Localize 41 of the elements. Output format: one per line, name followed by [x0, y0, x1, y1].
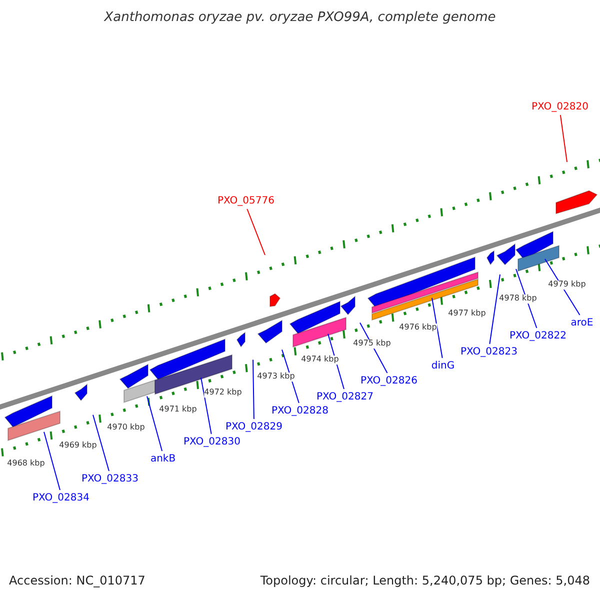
scale-label: 4970 kbp	[107, 424, 145, 432]
scale-label: 4969 kbp	[59, 442, 97, 450]
scale-label: 4973 kbp	[257, 372, 295, 382]
gene-label: PXO_02828	[272, 406, 328, 416]
title: Xanthomonas oryzae pv. oryzae PXO99A, complete genome	[104, 10, 496, 26]
genome-info-text: Topology: circular; Length: 5,240,075 bp; Genes: 5,048	[260, 574, 590, 588]
leader-line	[92, 414, 110, 472]
accession-text: Accession: NC_010717	[9, 574, 146, 588]
gene-label: PXO_02834	[32, 492, 90, 504]
gene-label: PXO_05776	[218, 196, 274, 206]
gene-label: PXO_02826	[360, 376, 418, 386]
gene-label: PXO_02830	[184, 436, 240, 448]
leader-line	[282, 349, 300, 404]
leader-line	[516, 268, 538, 328]
scale-label: 4978 kbp	[499, 294, 537, 304]
scale-label: 4977 kbp	[448, 310, 486, 318]
leader-line	[200, 377, 212, 434]
leader-line	[328, 333, 344, 390]
leader-line	[432, 297, 443, 358]
leader-line	[44, 431, 60, 490]
leader-line	[246, 208, 266, 256]
gene-label: PXO_02827	[316, 392, 374, 402]
gene-label: aroE	[570, 318, 594, 328]
scale-label: 4979 kbp	[548, 280, 586, 290]
scale-label: 4976 kbp	[399, 324, 437, 332]
leader-line	[489, 274, 500, 344]
gene-label: PXO_02833	[82, 474, 138, 484]
leader-line	[252, 359, 254, 420]
scale-label: 4971 kbp	[159, 406, 197, 414]
leader-line	[146, 396, 163, 452]
scale-label: 4968 kbp	[7, 460, 45, 468]
leader-line	[560, 114, 568, 162]
gene-label: PXO_02823	[460, 346, 518, 358]
scale-label: 4974 kbp	[301, 356, 339, 364]
gene-label: ankB	[150, 454, 176, 464]
gene-label: PXO_02829	[226, 422, 282, 432]
gene-label: dinG	[431, 360, 455, 372]
scale-label: 4975 kbp	[353, 340, 391, 348]
gene-label: PXO_02822	[510, 330, 566, 342]
gene-label: PXO_02820	[532, 102, 588, 112]
scale-label: 4972 kbp	[204, 388, 242, 398]
